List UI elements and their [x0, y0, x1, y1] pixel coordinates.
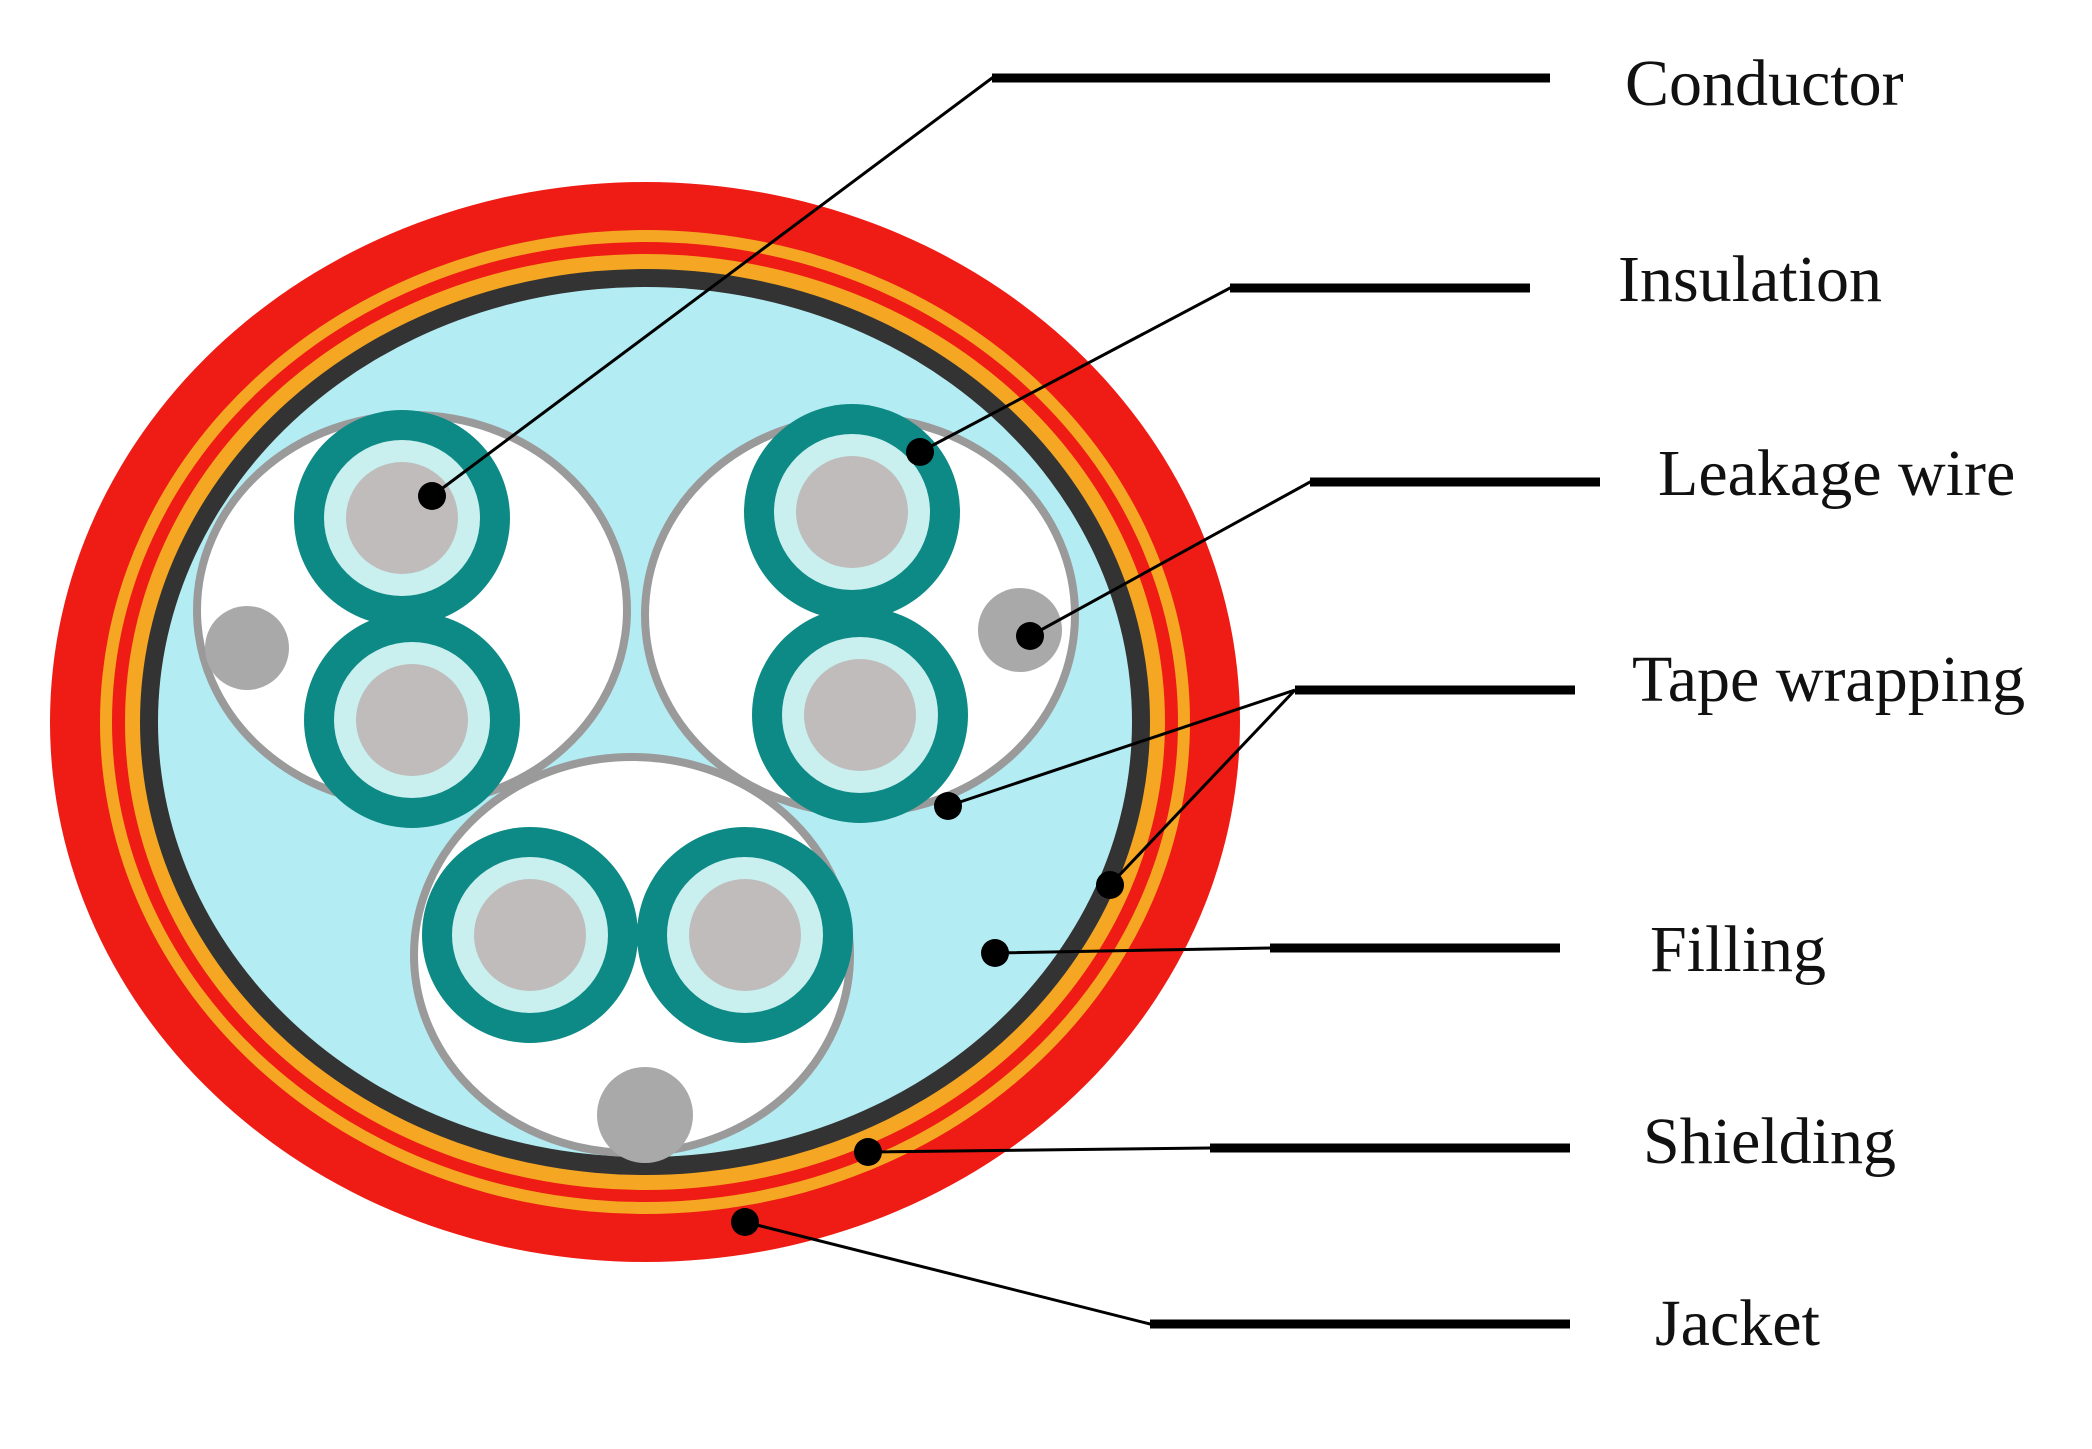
label-shielding: Shielding — [1643, 1105, 1897, 1178]
leader-shielding-dot — [854, 1138, 882, 1166]
conductor-core — [804, 659, 916, 771]
leader-jacket-dot — [731, 1208, 759, 1236]
leader-lines — [418, 73, 1600, 1329]
label-insulation: Insulation — [1618, 243, 1882, 316]
leader-leakage-wire-dot — [1016, 622, 1044, 650]
leader-tape-wrapping-dot-a — [934, 792, 962, 820]
pair-bottom — [410, 753, 854, 1163]
label-filling: Filling — [1650, 913, 1827, 986]
label-conductor: Conductor — [1625, 47, 1904, 120]
leader-tape-wrapping-a — [947, 688, 1296, 808]
leader-jacket — [744, 1220, 1570, 1326]
conductor-core — [796, 456, 908, 568]
pair-top-left — [193, 410, 631, 828]
leakage-wire-top-left — [205, 606, 289, 690]
conductor-core — [689, 879, 801, 991]
conductor-core — [346, 462, 458, 574]
leader-tape-wrapping-b — [1108, 688, 1297, 887]
leader-conductor-dot — [418, 482, 446, 510]
leader-insulation-dot — [906, 438, 934, 466]
conductor-core — [356, 664, 468, 776]
leader-filling-dot — [981, 939, 1009, 967]
label-jacket: Jacket — [1655, 1287, 1820, 1360]
leader-tape-wrapping-dot-b — [1096, 871, 1124, 899]
label-tape-wrapping: Tape wrapping — [1632, 643, 2026, 716]
conductor-core — [474, 879, 586, 991]
leakage-wire-bottom — [597, 1067, 693, 1163]
pair-top-right — [641, 404, 1079, 823]
label-leakage-wire: Leakage wire — [1658, 437, 2016, 510]
